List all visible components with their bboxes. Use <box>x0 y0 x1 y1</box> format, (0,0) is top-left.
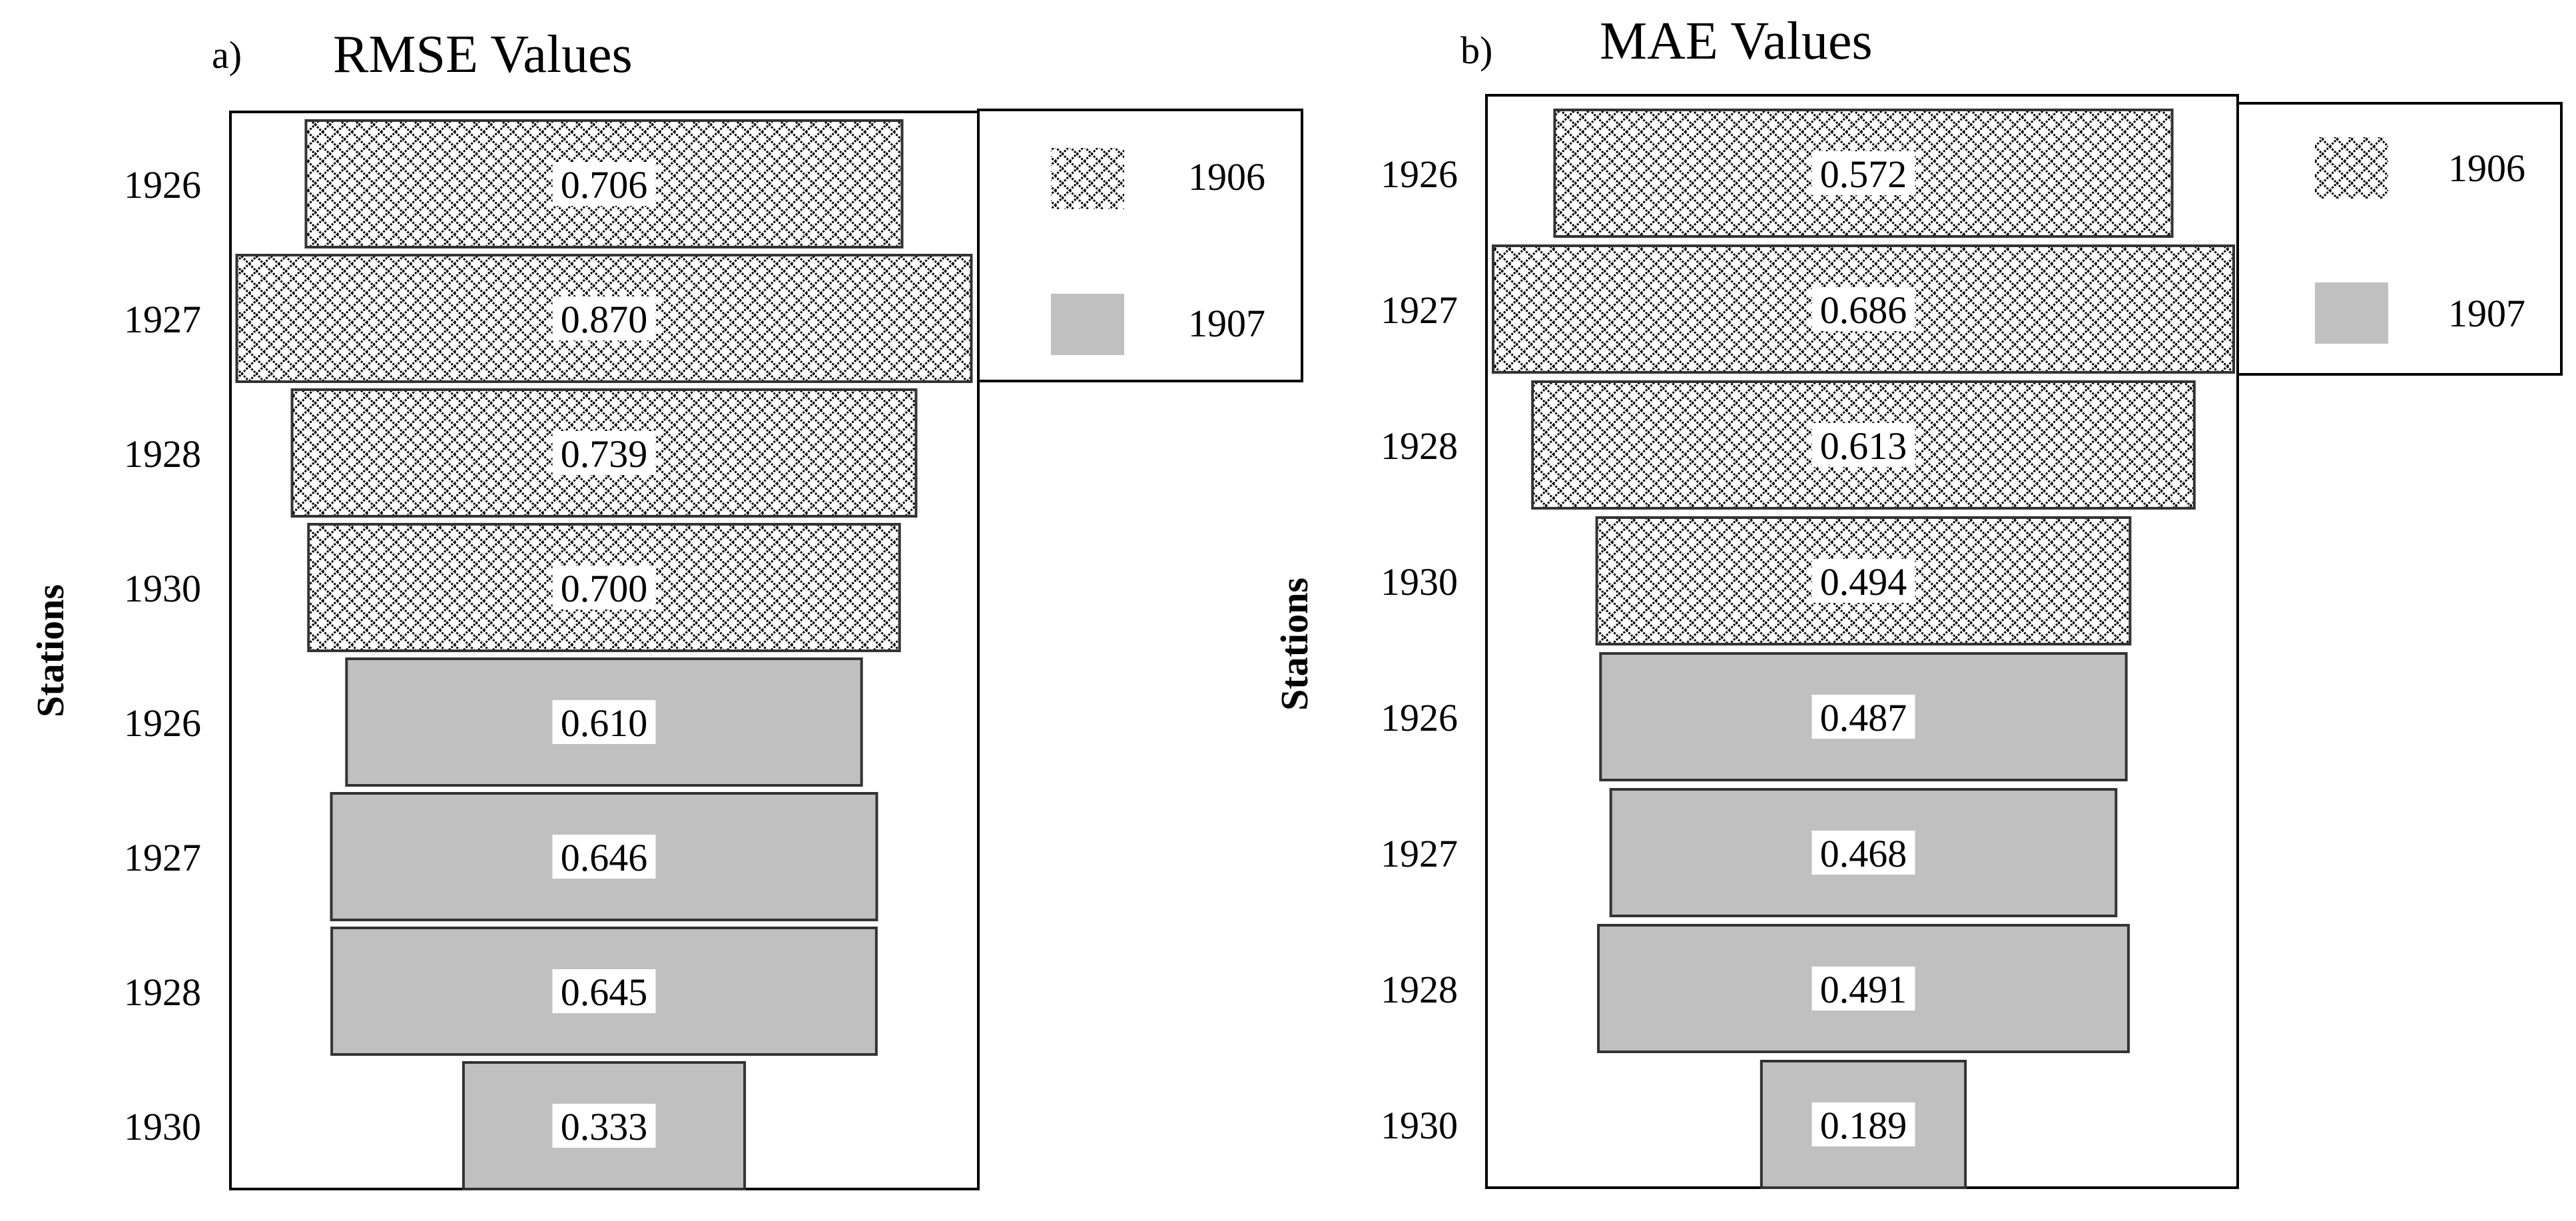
data-label: 0.487 <box>1820 696 1907 739</box>
legend-label-1906: 1906 <box>1188 155 1265 199</box>
y-tick-label: 1928 <box>1381 968 1458 1011</box>
legend-box <box>977 109 1303 382</box>
y-axis-label: Stations <box>1273 578 1316 711</box>
data-label: 0.739 <box>561 432 648 476</box>
y-tick-label: 1926 <box>1381 153 1458 196</box>
y-tick-label: 1930 <box>1381 560 1458 604</box>
data-label-background <box>552 1104 656 1148</box>
y-tick-label: 1927 <box>124 298 201 341</box>
legend-label-1907: 1907 <box>1188 302 1265 345</box>
data-label-background <box>1811 695 1915 739</box>
data-label: 0.189 <box>1820 1104 1907 1147</box>
legend-swatch-1907 <box>2315 282 2388 344</box>
data-label: 0.645 <box>561 971 648 1014</box>
data-label-background <box>552 969 656 1013</box>
legend: 1906 1907 <box>2236 102 2563 376</box>
legend-swatch-1906 <box>1051 148 1124 209</box>
y-tick-label: 1930 <box>124 567 201 610</box>
y-tick-label: 1927 <box>1381 832 1458 875</box>
data-label-background <box>552 700 656 744</box>
data-label: 0.686 <box>1820 288 1907 332</box>
legend-swatch-1906 <box>2315 137 2388 199</box>
y-tick-label: 1926 <box>124 701 201 745</box>
chart-title: MAE Values <box>1600 12 1873 71</box>
data-label-background <box>1811 151 1915 195</box>
data-label-background <box>552 162 656 206</box>
y-tick-label: 1930 <box>1381 1104 1458 1147</box>
data-label-background <box>552 296 656 340</box>
data-label-background <box>552 566 656 610</box>
data-label: 0.494 <box>1820 560 1907 604</box>
bar-1907-1928 <box>1597 924 2130 1053</box>
legend: 1906 1907 <box>977 109 1303 382</box>
data-label-background <box>1811 1102 1915 1146</box>
data-label: 0.491 <box>1820 968 1907 1011</box>
data-label: 0.572 <box>1820 153 1907 196</box>
data-label: 0.700 <box>561 567 648 610</box>
data-label-background <box>1811 559 1915 603</box>
y-tick-label: 1927 <box>1381 288 1458 332</box>
data-label-background <box>552 835 656 879</box>
data-label: 0.613 <box>1820 424 1907 468</box>
y-tick-label: 1926 <box>1381 696 1458 739</box>
panel-label: b) <box>1460 29 1492 72</box>
data-label: 0.646 <box>561 836 648 879</box>
legend-label-1907: 1907 <box>2448 292 2525 335</box>
data-label-background <box>1811 831 1915 875</box>
y-tick-label: 1927 <box>124 836 201 879</box>
y-tick-label: 1930 <box>124 1105 201 1148</box>
legend-label-1906: 1906 <box>2448 147 2525 190</box>
legend-swatch-1907 <box>1051 294 1124 355</box>
data-label-background <box>1811 423 1915 467</box>
bar-1906-1926 <box>304 119 904 248</box>
y-axis-label: Stations <box>29 584 72 717</box>
legend-box <box>2236 102 2563 376</box>
data-label: 0.706 <box>561 163 648 206</box>
y-tick-label: 1928 <box>124 971 201 1014</box>
data-label: 0.468 <box>1820 832 1907 875</box>
data-label-background <box>1811 287 1915 331</box>
data-label: 0.870 <box>561 298 648 341</box>
data-label-background <box>552 431 656 475</box>
y-tick-label: 1928 <box>124 432 201 476</box>
chart-title: RMSE Values <box>333 25 633 84</box>
panel-label: a) <box>212 33 242 77</box>
data-label-background <box>1811 967 1915 1011</box>
data-label: 0.333 <box>561 1105 648 1148</box>
data-label: 0.610 <box>561 701 648 745</box>
y-tick-label: 1928 <box>1381 424 1458 468</box>
y-tick-label: 1926 <box>124 163 201 206</box>
